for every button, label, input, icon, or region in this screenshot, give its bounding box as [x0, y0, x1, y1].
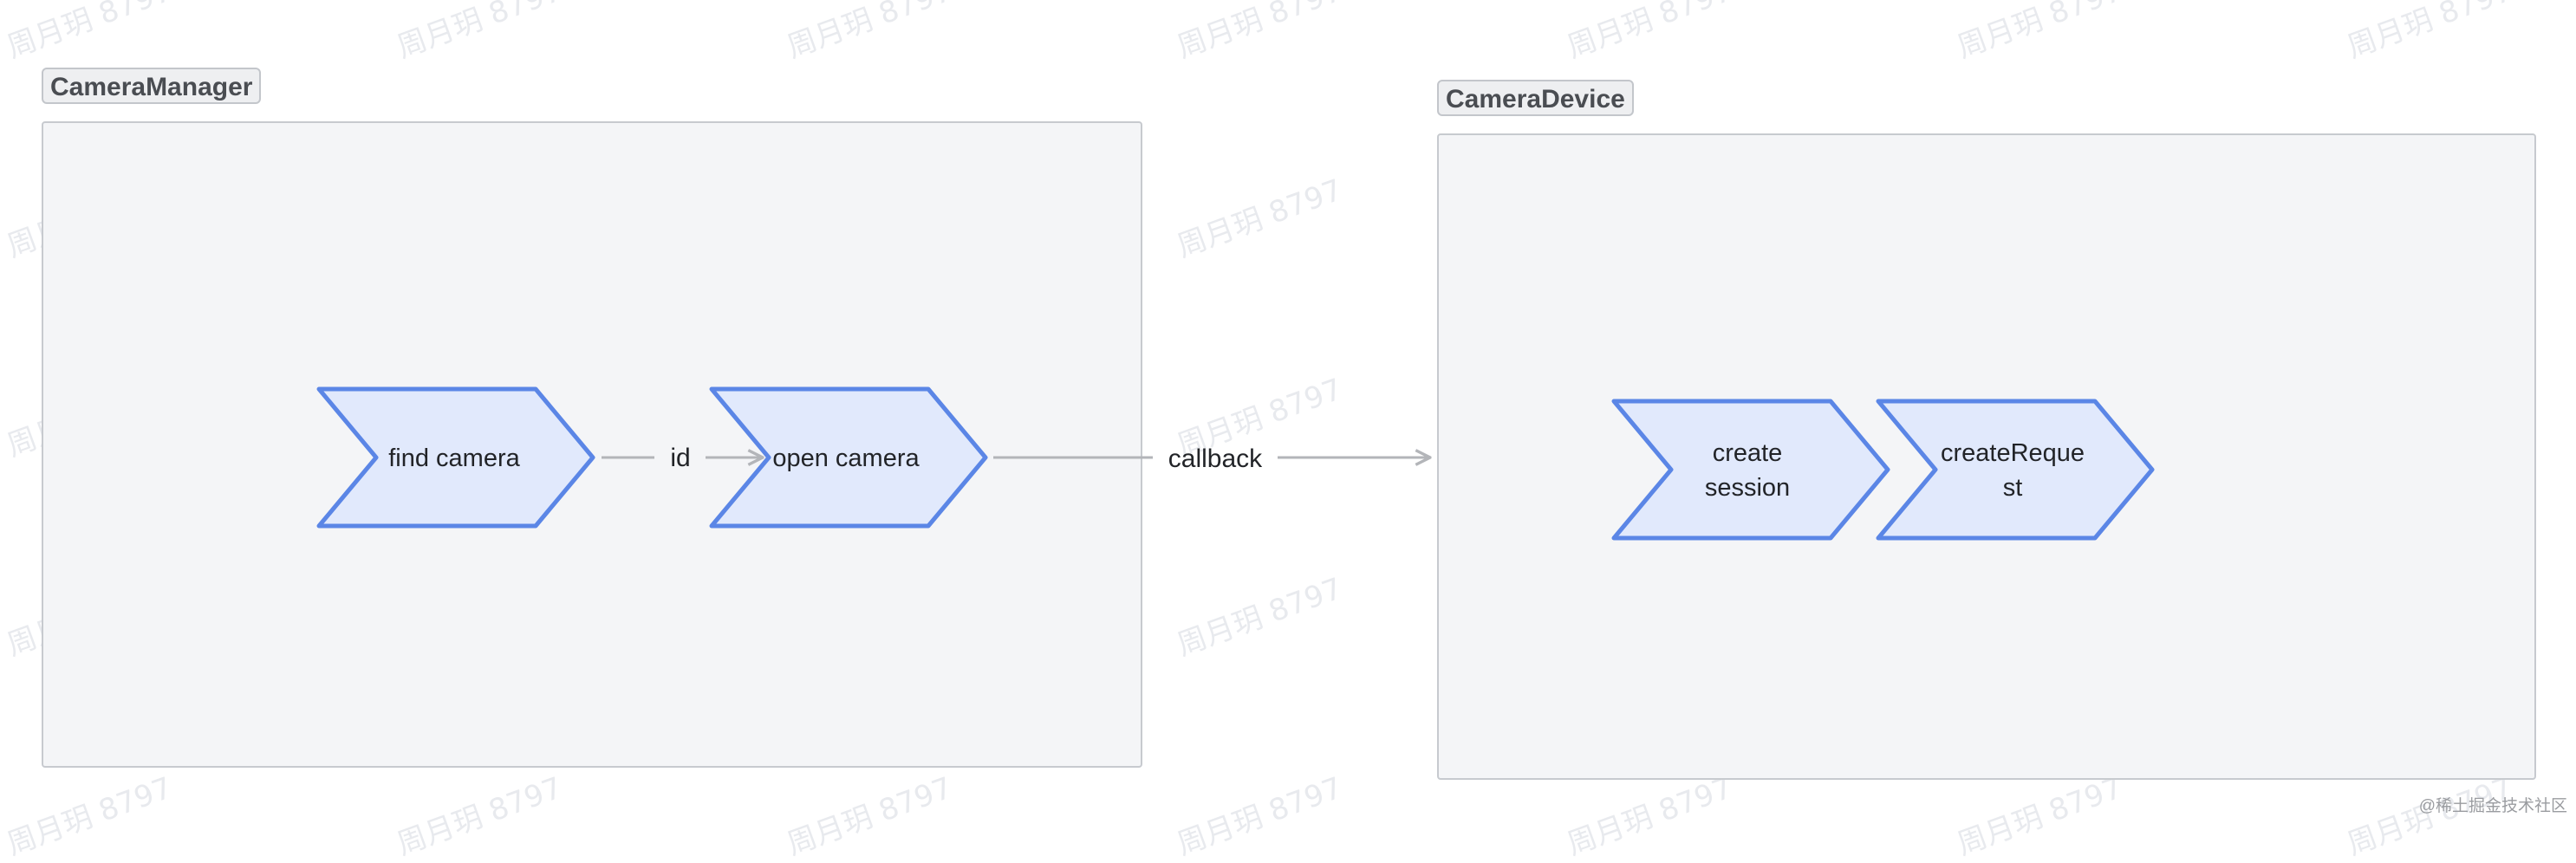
node-create-session: create session — [1611, 399, 1890, 541]
node-open-camera: open camera — [709, 386, 988, 529]
node-text-line: create — [1713, 439, 1783, 467]
edge-callback-label: callback — [1168, 444, 1263, 473]
edge-callback: callback — [993, 444, 1430, 473]
node-create-request-text: createReque st — [1941, 439, 2085, 502]
node-find-camera: find camera — [316, 386, 595, 529]
flow-diagram: id callback find camera open camera crea… — [316, 386, 2155, 541]
node-text-line: st — [2003, 474, 2023, 502]
node-create-session-text: create session — [1705, 439, 1790, 502]
footer-watermark: @稀土掘金技术社区 — [2418, 797, 2567, 815]
edge-id-label: id — [670, 444, 690, 472]
node-open-camera-text: open camera — [772, 444, 920, 472]
node-create-request: createReque st — [1876, 399, 2155, 541]
node-find-camera-text: find camera — [388, 444, 520, 472]
edge-id: id — [602, 444, 763, 472]
camera-device-label: CameraDevice — [1437, 80, 1634, 116]
node-text-line: find camera — [388, 444, 520, 472]
camera-manager-label: CameraManager — [42, 68, 262, 104]
node-text-line: open camera — [772, 444, 920, 472]
node-text-line: createReque — [1941, 439, 2085, 467]
node-text-line: session — [1705, 474, 1790, 502]
